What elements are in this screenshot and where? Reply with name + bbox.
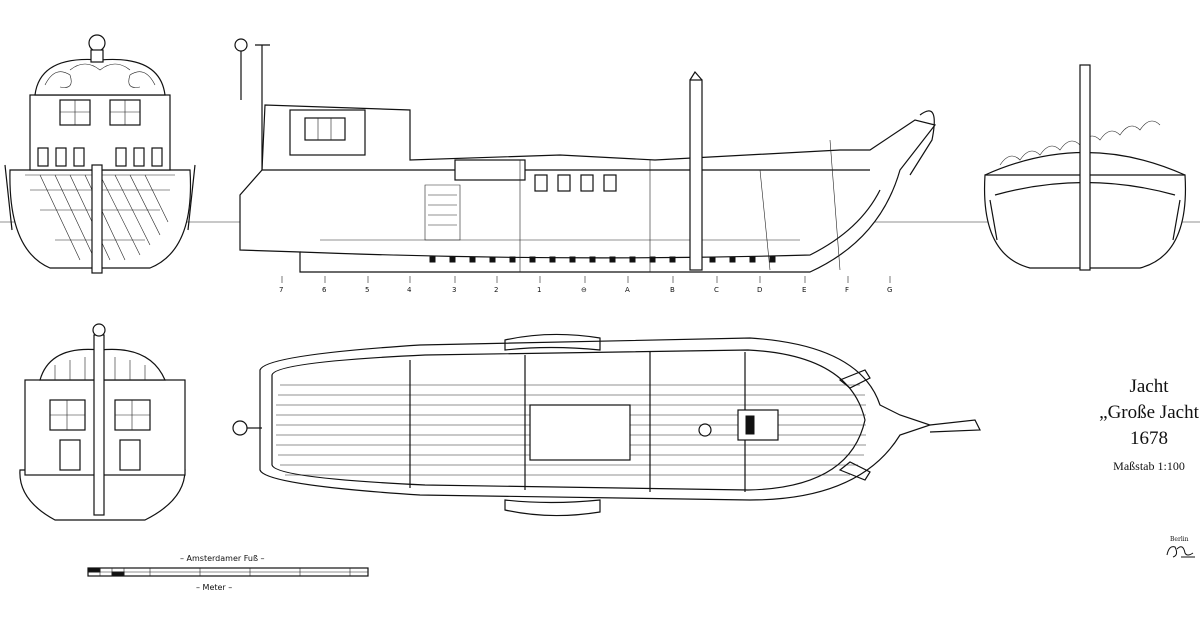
scale-bar: – Amsterdamer Fuß – – Meter – (87, 554, 369, 592)
frame-label: 1 (537, 286, 541, 294)
deck-plan-view (232, 333, 981, 517)
title-year: 1678 (1130, 428, 1168, 449)
frame-label: F (845, 286, 849, 294)
frame-label: C (714, 286, 719, 294)
frame-label: ⊖ (581, 286, 587, 294)
frame-label: E (802, 286, 806, 294)
title-line-1: Jacht (1129, 376, 1169, 397)
title-line-2: „Große Jacht (1099, 402, 1199, 423)
scale-bar-top-label: – Amsterdamer Fuß – (180, 554, 265, 563)
side-profile-view (234, 38, 937, 273)
transom-elevation-view (19, 323, 186, 521)
title-scale: Maßstab 1:100 (1113, 459, 1185, 473)
frame-line-markers: 7 6 5 4 3 2 1 ⊖ A B C D E F G (279, 276, 892, 294)
signature-place: Berlin (1170, 536, 1189, 543)
frame-label: A (625, 286, 630, 294)
frame-label: B (670, 286, 675, 294)
draughtsman-signature: Berlin (1166, 536, 1195, 558)
stern-elevation-view (4, 34, 196, 274)
frame-label: D (757, 286, 762, 294)
frame-label: 6 (322, 286, 327, 294)
frame-label: 5 (365, 286, 369, 294)
frame-label: 7 (279, 286, 283, 294)
frame-label: 3 (452, 286, 456, 294)
bow-elevation-view (983, 64, 1187, 271)
frame-label: G (887, 286, 892, 294)
scale-bar-bottom-label: – Meter – (196, 583, 232, 592)
frame-label: 2 (494, 286, 498, 294)
title-block: Jacht „Große Jacht 1678 Maßstab 1:100 (1098, 374, 1200, 476)
frame-label: 4 (407, 286, 412, 294)
